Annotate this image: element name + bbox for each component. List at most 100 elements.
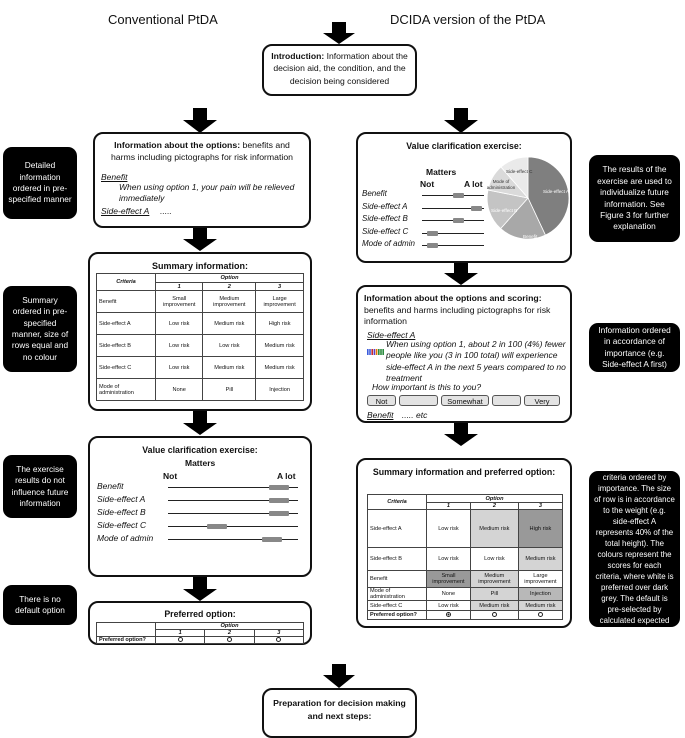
radio-option-3[interactable] [517,610,564,620]
right-vc-slider-label: Side-effect B [362,214,408,223]
right-vc-slider-handle[interactable] [427,243,439,248]
right-summary-title: Summary information and preferred option… [372,467,556,477]
importance-not-button[interactable]: Not [367,395,396,406]
pie-slice-benefit [500,197,546,240]
left-vc-slider-handle[interactable] [269,498,290,503]
right-column-header: DCIDA version of the PtDA [390,12,546,27]
row-label: Side-effect B [367,547,427,571]
table-cell: Injection [255,378,304,401]
left-summary-title: Summary information: [151,261,248,271]
note-ordered-importance: Information ordered in accordance of imp… [589,323,680,372]
right-vc-slider-track[interactable] [422,232,484,234]
option-header: Option [426,494,563,503]
radio-option-1-selected[interactable] [426,610,471,620]
radio-option-1[interactable] [154,636,206,644]
table-cell: High risk [517,509,564,548]
intro-title: Introduction: [271,51,325,61]
left-info-box: Information about the options: benefits … [93,132,311,228]
table-cell: Pill [469,587,519,601]
right-vc-slider-label: Mode of admin [362,239,415,248]
left-vc-slider-handle[interactable] [206,524,227,529]
note-individualize: The results of the exercise are used to … [589,155,680,242]
right-vc-slider-label: Benefit [362,189,387,198]
left-vc-slider-track[interactable] [168,500,298,502]
radio-option-2[interactable] [469,610,519,620]
row-label: Side-effect A [96,312,156,335]
table-cell: Medium risk [469,600,519,611]
importance-level-2-button[interactable] [399,395,438,406]
right-vc-slider-handle[interactable] [471,205,483,211]
table-cell: Medium risk [255,356,304,379]
table-cell: Medium risk [255,334,304,357]
left-vc-slider-label: Side-effect C [97,520,147,530]
row-label: Side-effect B [96,334,156,357]
option-number: 2 [202,282,257,291]
right-vc-slider-handle[interactable] [452,218,464,223]
table-cell: Pill [202,378,257,401]
left-vc-slider-handle[interactable] [269,511,290,516]
left-vc-slider-track[interactable] [168,539,298,541]
left-vc-not: Not [163,471,178,481]
table-row: Side-effect A Low risk Medium risk High … [367,509,564,548]
left-vc-slider-label: Side-effect B [97,507,146,517]
final-title: Preparation for decision making and next… [273,698,406,722]
table-cell: Injection [517,587,564,601]
left-benefit-label: Benefit [101,172,128,182]
right-side-text: When using option 1, about 2 in 100 (4%)… [386,339,566,384]
table-cell: Small improvement [426,570,471,588]
right-vc-slider-handle[interactable] [452,193,464,198]
importance-very-button[interactable]: Very [524,395,560,406]
table-cell: Medium risk [202,356,257,379]
table-row: Benefit Small improvement Medium improve… [96,290,304,313]
importance-question: How important is this to you? [372,382,482,392]
arrow-down [323,22,355,44]
left-vc-slider-handle[interactable] [261,537,282,542]
right-benefit-text: ..... etc [401,410,428,420]
left-vc-title: Value clarification exercise: [142,445,258,455]
right-vc-slider-track[interactable] [422,207,484,209]
option-header: Option [155,273,304,283]
right-vc-box: Value clarification exercise: Matters No… [356,132,572,263]
option-number: 2 [469,502,519,510]
preferred-row-label: Preferred option? [96,636,156,644]
radio-option-2[interactable] [204,636,255,644]
left-side-text: ..... [159,206,172,216]
left-preferred-box: Preferred option: Option 1 2 3 Preferred… [88,601,312,645]
left-info-text: benefits and harms including pictographs… [110,140,294,162]
table-row: Side-effect A Low risk Medium risk High … [96,312,304,335]
criteria-header: Criteria [367,494,427,510]
note-summary-ordered: The summary shows criteria ordered by im… [589,462,680,636]
right-info-text: benefits and harms including pictographs… [364,304,551,327]
table-cell: Medium risk [202,312,257,335]
right-vc-slider-track[interactable] [422,245,484,247]
table-row: Side-effect C Low risk Medium risk Mediu… [367,600,564,611]
radio-option-3[interactable] [253,636,305,644]
criteria-header: Criteria [96,273,156,291]
importance-somewhat-button[interactable]: Somewhat [441,395,489,406]
option-number: 2 [204,629,255,637]
pie-label-benefit: Benefit [523,234,538,239]
pie-slice-side-effect-c [500,156,529,200]
right-vc-slider-handle[interactable] [427,230,439,236]
left-preferred-title: Preferred option: [164,609,236,619]
arrow-down [444,423,478,446]
pictograph-icon [367,342,389,360]
right-info-box: Information about the options and scorin… [356,285,572,423]
pie-label-side-effect-a: Side-effect A [543,189,569,194]
table-cell: Low risk [426,509,471,548]
left-vc-slider-track[interactable] [168,513,298,515]
left-vc-slider-handle[interactable] [269,485,290,490]
table-cell: Medium risk [469,509,519,548]
left-vc-slider-track[interactable] [168,526,298,528]
row-label: Mode of administration [96,378,156,401]
table-cell: Medium risk [517,600,564,611]
row-label: Side-effect C [96,356,156,379]
table-cell: Low risk [154,334,204,357]
table-cell: High risk [255,312,304,335]
left-vc-slider-track[interactable] [168,487,298,489]
final-box: Preparation for decision making and next… [262,688,417,738]
option-number: 1 [426,502,471,510]
importance-level-4-button[interactable] [492,395,521,406]
arrow-down [444,108,478,133]
arrow-down [323,664,355,688]
